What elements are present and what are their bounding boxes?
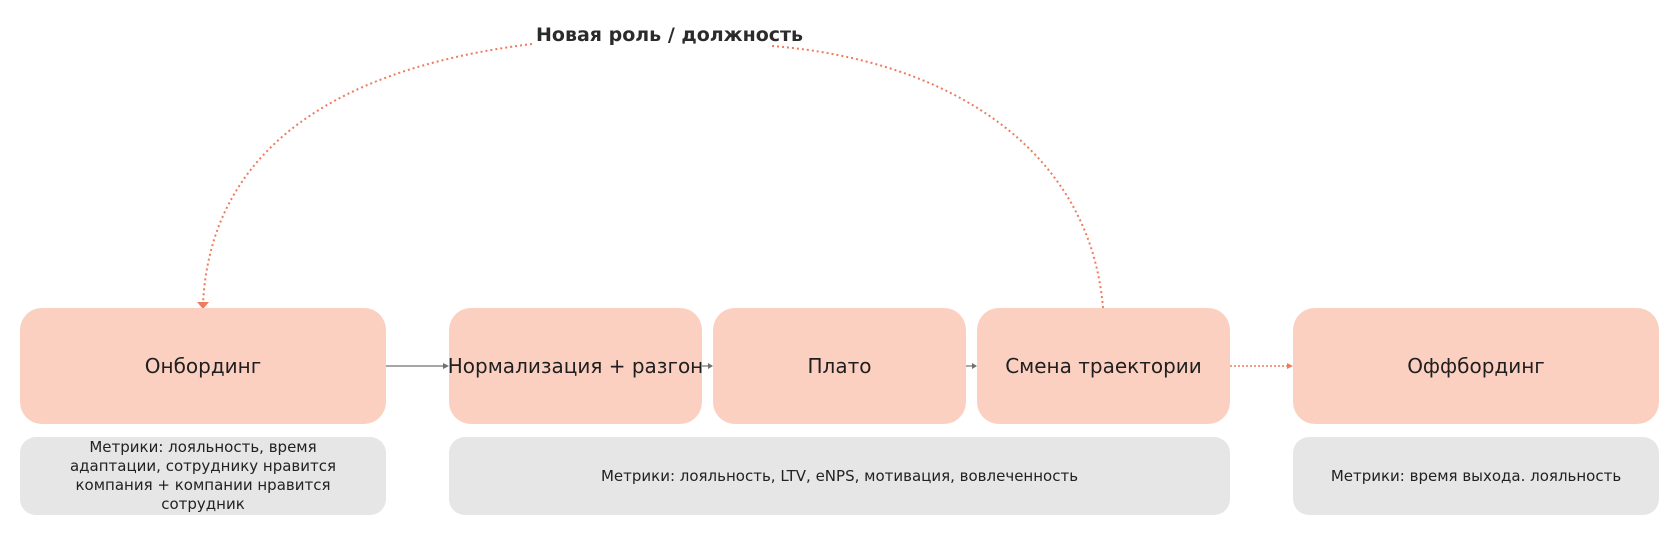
metrics-middle: Метрики: лояльность, LTV, eNPS, мотиваци… <box>449 437 1230 515</box>
loop-arc-left <box>202 43 533 305</box>
stage-normalization: Нормализация + разгон <box>448 308 703 424</box>
stage-offboarding: Оффбординг <box>1293 308 1659 424</box>
loop-arrowhead <box>197 302 209 309</box>
arrowhead-normalization-to-plateau <box>708 363 713 369</box>
arrowhead-trajectory-to-offboarding <box>1287 363 1293 369</box>
stage-trajectory-change: Смена траектории <box>977 308 1230 424</box>
metrics-offboarding: Метрики: время выхода. лояльность <box>1293 437 1659 515</box>
loop-arc-right <box>771 45 1104 309</box>
arrowhead-onboarding-to-normalization <box>443 363 449 369</box>
new-role-label: Новая роль / должность <box>536 24 804 46</box>
metrics-onboarding: Метрики: лояльность, время адаптации, со… <box>20 437 386 515</box>
stage-onboarding: Онбординг <box>20 308 386 424</box>
stage-plateau: Плато <box>713 308 966 424</box>
arrowhead-plateau-to-trajectory <box>972 363 977 369</box>
